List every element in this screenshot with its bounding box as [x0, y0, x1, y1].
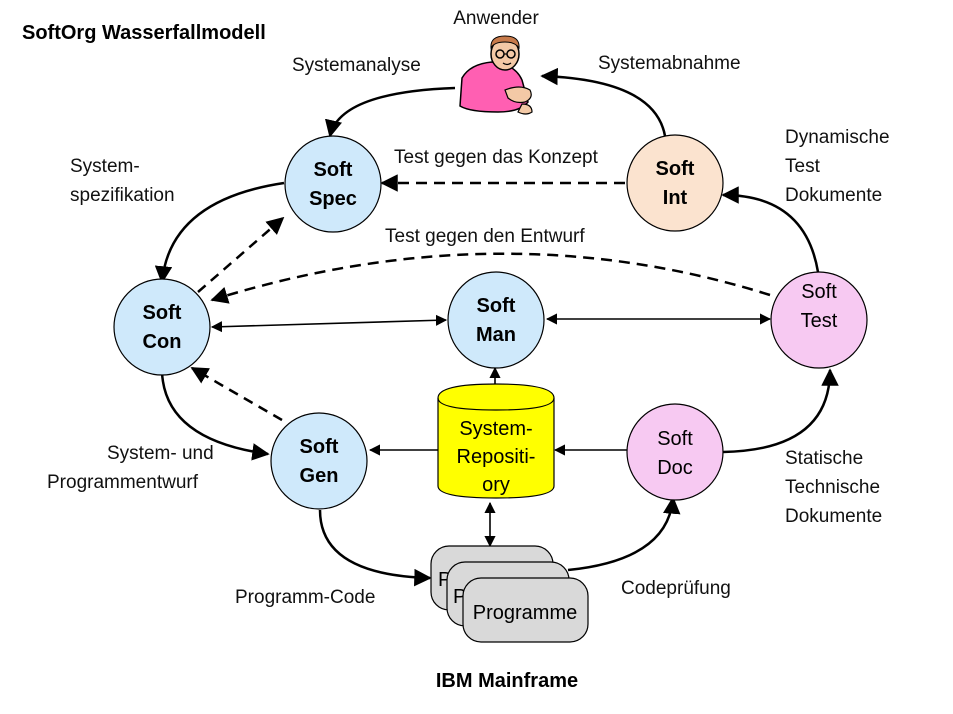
node-soft-doc-line1: Soft: [657, 428, 693, 450]
node-soft-con: Soft Con: [113, 278, 211, 376]
node-soft-man: Soft Man: [447, 271, 545, 369]
label-statisch-line1: Statische: [785, 448, 863, 469]
arrow-test-entwurf: [210, 252, 771, 304]
node-soft-int: Soft Int: [626, 134, 724, 232]
label-test-konzept: Test gegen das Konzept: [394, 147, 599, 168]
label-entwurf-line2: Programmentwurf: [47, 472, 199, 493]
node-soft-gen: Soft Gen: [270, 412, 368, 510]
programme-stack: P P Programme: [430, 545, 589, 643]
arrow-programm-code: [318, 509, 432, 587]
arrow-programmentwurf: [160, 371, 270, 461]
label-dynamisch-line2: Test: [785, 156, 821, 177]
arrow-con-spec-dashed: [197, 216, 285, 293]
label-statisch-line2: Technische: [785, 477, 880, 498]
footer-ibm-mainframe: IBM Mainframe: [436, 670, 578, 692]
node-soft-doc-circle: [626, 403, 724, 501]
programme-card-front-label: Programme: [473, 602, 577, 624]
system-repository: System- Repositi- ory: [437, 383, 555, 499]
arrow-gen-con-dashed: [190, 366, 283, 422]
node-soft-gen-line2: Gen: [300, 465, 339, 487]
node-soft-con-line2: Con: [143, 331, 182, 353]
node-soft-gen-line1: Soft: [300, 436, 339, 458]
programme-card-front: [462, 577, 589, 643]
node-soft-spec-line2: Spec: [309, 188, 357, 210]
label-test-entwurf: Test gegen den Entwurf: [385, 226, 585, 247]
node-soft-gen-circle: [270, 412, 368, 510]
node-soft-spec: Soft Spec: [284, 135, 382, 233]
label-programm-code: Programm-Code: [235, 587, 375, 608]
user-figure-icon: [459, 35, 533, 115]
diagram-title: SoftOrg Wasserfallmodell: [22, 22, 266, 44]
node-soft-man-circle: [447, 271, 545, 369]
label-entwurf-line1: System- und: [107, 443, 214, 464]
node-soft-int-circle: [626, 134, 724, 232]
arrow-statische-dokumente: [722, 368, 839, 454]
repository-line1: System-: [459, 418, 532, 440]
label-systemabnahme: Systemabnahme: [598, 53, 741, 74]
node-soft-con-circle: [113, 278, 211, 376]
node-soft-test-line2: Test: [801, 310, 838, 332]
repository-shape: [437, 383, 555, 499]
label-dynamisch-line3: Dokumente: [785, 185, 882, 206]
label-systemspez-line2: spezifikation: [70, 185, 175, 206]
node-soft-man-line1: Soft: [477, 295, 516, 317]
label-systemanalyse: Systemanalyse: [292, 55, 421, 76]
node-soft-test-circle: [770, 271, 868, 369]
arrow-systemabnahme: [540, 67, 667, 137]
arrow-dynamische-dokumente: [721, 186, 820, 273]
node-soft-man-line2: Man: [476, 324, 516, 346]
repository-line2: Repositi-: [457, 446, 536, 468]
arrow-codepruefung: [567, 496, 681, 572]
node-soft-int-line2: Int: [663, 187, 688, 209]
node-soft-test: Soft Test: [770, 271, 868, 369]
node-soft-con-line1: Soft: [143, 302, 182, 324]
label-systemspez-line1: System-: [70, 156, 140, 177]
node-soft-doc: Soft Doc: [626, 403, 724, 501]
arrow-systemanalyse: [324, 86, 456, 138]
label-statisch-line3: Dokumente: [785, 506, 882, 527]
repository-line3: ory: [482, 474, 510, 496]
node-soft-int-line1: Soft: [656, 158, 695, 180]
label-dynamisch-line1: Dynamische: [785, 127, 890, 148]
user-label: Anwender: [453, 8, 539, 29]
node-soft-spec-line1: Soft: [314, 159, 353, 181]
arrow-systemspezifikation: [154, 181, 285, 284]
arrow-con-man: [210, 314, 448, 333]
label-codepruefung: Codeprüfung: [621, 578, 731, 599]
node-soft-doc-line2: Doc: [657, 457, 693, 479]
node-soft-test-line1: Soft: [801, 281, 837, 303]
node-soft-spec-circle: [284, 135, 382, 233]
